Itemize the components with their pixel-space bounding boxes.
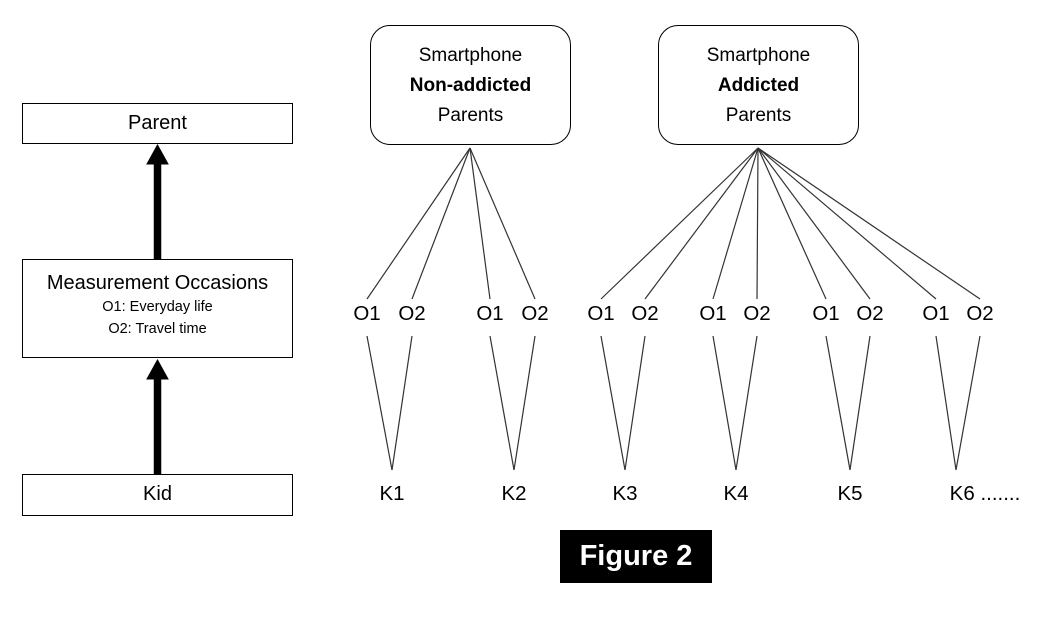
group-box-addicted-parents: Smartphone Addicted Parents xyxy=(658,25,859,145)
connector-line xyxy=(757,147,937,300)
connector-line xyxy=(624,335,646,471)
occasion-label-o2-unit3: O2 xyxy=(631,302,659,325)
fan-lines-addicted xyxy=(600,147,981,300)
group-box-line-bold: Addicted xyxy=(717,75,800,96)
connector-line xyxy=(757,147,871,300)
connector-line xyxy=(935,335,957,471)
connector-line xyxy=(411,147,471,300)
occasion-label-o2-unit2: O2 xyxy=(521,302,549,325)
flow-arrows xyxy=(146,143,169,474)
connector-line xyxy=(600,147,759,300)
kid-label-k5: K5 xyxy=(837,482,863,505)
group-box-line: Parents xyxy=(725,105,792,126)
connector-line xyxy=(955,335,981,471)
fan-lines-nonaddicted xyxy=(366,147,536,300)
occasion-label-o2-unit6: O2 xyxy=(966,302,994,325)
group-box-line: Parents xyxy=(437,105,504,126)
measurement-occasions-box: Measurement Occasions O1: Everyday life … xyxy=(22,259,293,358)
group-box-nonaddicted-parents: Smartphone Non-addicted Parents xyxy=(370,25,571,145)
kid-label-k3: K3 xyxy=(612,482,638,505)
occasion-label-o2-unit4: O2 xyxy=(743,302,771,325)
connector-line xyxy=(513,335,536,471)
connector-line xyxy=(756,147,759,300)
connector-line xyxy=(757,147,981,300)
measurement-box-item-o1: O1: Everyday life xyxy=(102,299,213,315)
connector-line xyxy=(600,335,626,471)
parent-box-label: Parent xyxy=(128,112,187,134)
group-box-line: Smartphone xyxy=(706,45,811,66)
kid-label-k6: K6 ....... xyxy=(949,482,1021,505)
occasion-label-o2-unit1: O2 xyxy=(398,302,426,325)
parent-box: Parent xyxy=(22,103,293,144)
occasion-label-o1-unit4: O1 xyxy=(699,302,727,325)
group-box-line: Smartphone xyxy=(418,45,523,66)
arrow-head-kid-to-measurement xyxy=(146,358,169,380)
kid-label-k4: K4 xyxy=(723,482,749,505)
connector-line xyxy=(735,335,758,471)
connector-line xyxy=(757,147,827,300)
occasion-label-o1-unit1: O1 xyxy=(353,302,381,325)
measurement-box-title: Measurement Occasions xyxy=(46,272,269,294)
occasion-label-o2-unit5: O2 xyxy=(856,302,884,325)
group-box-line-bold: Non-addicted xyxy=(409,75,532,96)
occasion-label-o1-unit5: O1 xyxy=(812,302,840,325)
occasion-label-o1-unit6: O1 xyxy=(922,302,950,325)
arrow-head-measurement-to-parent xyxy=(146,143,169,165)
kid-label-k2: K2 xyxy=(501,482,527,505)
kid-label-k1: K1 xyxy=(379,482,405,505)
kid-box-label: Kid xyxy=(143,483,172,505)
connector-line xyxy=(712,335,737,471)
occasion-label-o1-unit3: O1 xyxy=(587,302,615,325)
kid-box: Kid xyxy=(22,474,293,516)
connector-line xyxy=(469,147,536,300)
measurement-box-item-o2: O2: Travel time xyxy=(108,321,207,337)
connector-line xyxy=(644,147,759,300)
connector-line xyxy=(849,335,871,471)
kid-connector-lines xyxy=(366,335,981,471)
connector-line xyxy=(469,147,491,300)
connector-line xyxy=(825,335,851,471)
figure-caption: Figure 2 xyxy=(560,530,712,583)
connector-line xyxy=(391,335,413,471)
connector-line xyxy=(366,147,471,300)
occasion-label-o1-unit2: O1 xyxy=(476,302,504,325)
connector-line xyxy=(489,335,515,471)
connector-line xyxy=(712,147,759,300)
connector-line xyxy=(366,335,393,471)
